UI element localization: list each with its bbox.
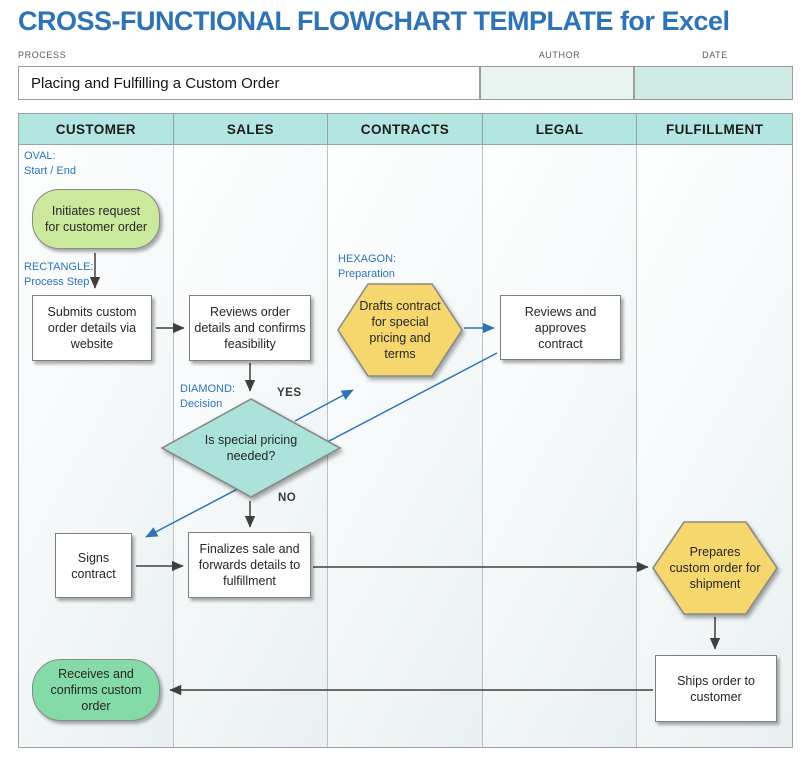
hexagon-draft-contract[interactable] — [337, 283, 463, 377]
lane-header-sales: SALES — [173, 114, 329, 144]
swimlane-header: CUSTOMER SALES CONTRACTS LEGAL FULFILLME… — [19, 114, 792, 145]
node-draft-contract-text: Drafts contract for special pricing and … — [359, 299, 441, 361]
lane-header-legal: LEGAL — [482, 114, 638, 144]
node-decision-text: Is special pricing needed? — [204, 433, 298, 463]
legend-diamond-type: DIAMOND: — [180, 383, 235, 395]
legend-oval: OVAL: Start / End — [24, 149, 76, 179]
meta-labels-row: PROCESS AUTHOR DATE — [18, 50, 793, 60]
hexagon-prepare-order[interactable] — [652, 521, 778, 615]
date-input[interactable] — [635, 67, 792, 99]
lane-contracts — [328, 145, 483, 747]
branch-label-no: NO — [278, 492, 297, 504]
author-input[interactable] — [481, 67, 636, 99]
legend-hexagon: HEXAGON: Preparation — [338, 252, 396, 282]
branch-label-yes: YES — [277, 387, 302, 399]
node-ship-rect[interactable]: Ships order to customer — [655, 655, 777, 722]
node-prepare-order-text: Prepares custom order for shipment — [669, 545, 761, 591]
page-title: CROSS-FUNCTIONAL FLOWCHART TEMPLATE for … — [18, 6, 730, 36]
legend-rectangle-type: RECTANGLE: — [24, 261, 94, 273]
diamond-decision[interactable] — [160, 398, 342, 498]
node-start-oval[interactable]: Initiates request for customer order — [32, 189, 160, 249]
date-label: DATE — [702, 50, 728, 60]
connector-decision-yes-to-draft — [294, 389, 354, 422]
legend-rectangle-desc: Process Step — [24, 275, 90, 288]
lane-header-fulfillment: FULFILLMENT — [637, 114, 792, 144]
process-label: PROCESS — [18, 50, 67, 60]
node-end-oval[interactable]: Receives and confirms custom order — [32, 659, 160, 721]
lane-header-customer: CUSTOMER — [19, 114, 174, 144]
node-review-contract-rect[interactable]: Reviews and approves contract — [500, 295, 621, 360]
legend-oval-type: OVAL: — [24, 150, 56, 162]
legend-hexagon-type: HEXAGON: — [338, 253, 397, 265]
legend-diamond-desc: Decision — [180, 397, 223, 410]
legend-diamond: DIAMOND: Decision — [180, 382, 235, 412]
process-input[interactable]: Placing and Fulfilling a Custom Order — [19, 67, 482, 99]
legend-rectangle: RECTANGLE: Process Step — [24, 260, 93, 290]
node-sign-rect[interactable]: Signs contract — [55, 533, 132, 598]
node-finalize-rect[interactable]: Finalizes sale and forwards details to f… — [188, 532, 311, 598]
legend-hexagon-desc: Preparation — [338, 267, 395, 280]
meta-fields-row: Placing and Fulfilling a Custom Order — [18, 66, 793, 100]
lane-header-contracts: CONTRACTS — [328, 114, 483, 144]
node-submit-rect[interactable]: Submits custom order details via website — [32, 295, 152, 361]
author-label: AUTHOR — [538, 50, 581, 60]
node-review-order-rect[interactable]: Reviews order details and confirms feasi… — [189, 295, 311, 361]
legend-oval-desc: Start / End — [24, 164, 76, 177]
lane-legal — [482, 145, 638, 747]
